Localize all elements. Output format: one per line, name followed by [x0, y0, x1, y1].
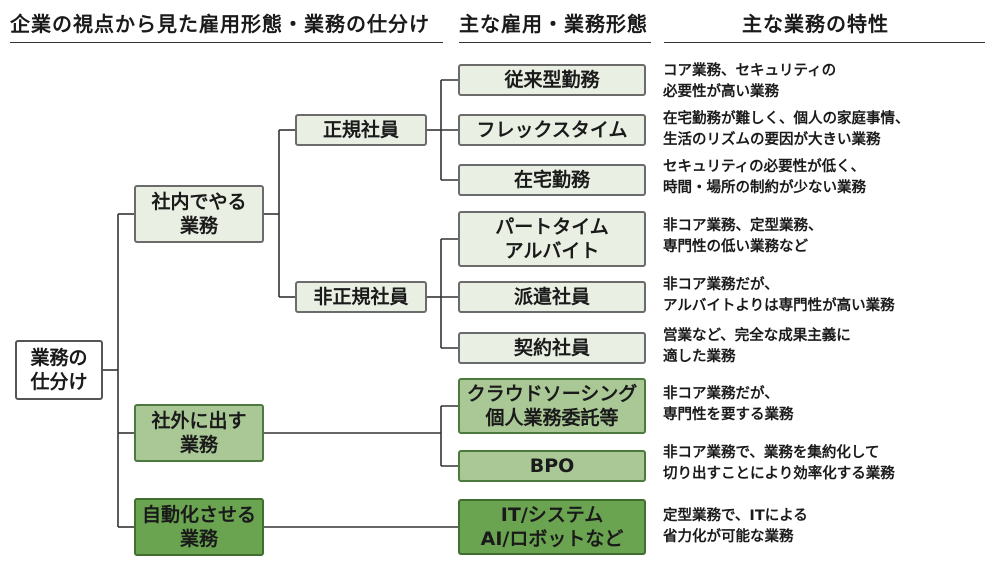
form-crowdsourcing: クラウドソーシング 個人業務委託等 [458, 378, 646, 434]
trait-crowdsourcing: 非コア業務だが、 専門性を要する業務 [663, 386, 794, 424]
form-it-system: IT/システム AI/ロボットなど [458, 499, 646, 555]
form-flextime: フレックスタイム [458, 114, 646, 146]
trait-traditional: コア業務、セキュリティの 必要性が高い業務 [663, 63, 837, 101]
trait-it-system: 定型業務で、ITによる 省力化が可能な業務 [663, 508, 808, 546]
form-dispatch: 派遣社員 [458, 281, 646, 313]
header-forms: 主な雇用・業務形態 [459, 12, 648, 36]
trait-dispatch: 非コア業務だが、 アルバイトよりは専門性が高い業務 [663, 277, 895, 315]
root-node: 業務の 仕分け [15, 340, 103, 400]
form-remote: 在宅勤務 [458, 164, 646, 196]
trait-parttime: 非コア業務、定型業務、 専門性の低い業務など [663, 218, 823, 256]
form-bpo: BPO [458, 450, 646, 482]
header-underline-sorting [10, 42, 443, 43]
form-contract: 契約社員 [458, 332, 646, 364]
node-internal-work: 社内でやる 業務 [134, 185, 264, 243]
node-external-work: 社外に出す 業務 [134, 404, 264, 462]
form-parttime: パートタイム アルバイト [458, 211, 646, 267]
node-regular-employee: 正規社員 [295, 114, 427, 146]
header-underline-forms [459, 42, 651, 43]
trait-bpo: 非コア業務で、業務を集約化して 切り出すことにより効率化する業務 [663, 445, 895, 483]
header-sorting: 企業の視点から見た雇用形態・業務の仕分け [10, 12, 430, 36]
node-automated-work: 自動化させる 業務 [134, 498, 264, 556]
trait-contract: 営業など、完全な成果主義に 適した業務 [663, 328, 851, 366]
header-traits: 主な業務の特性 [742, 12, 889, 36]
header-underline-traits [664, 42, 985, 43]
trait-remote: セキュリティの必要性が低く、 時間・場所の制約が少ない業務 [663, 159, 866, 197]
form-traditional: 従来型勤務 [458, 64, 646, 96]
node-nonregular-employee: 非正規社員 [295, 281, 427, 313]
trait-flextime: 在宅勤務が難しく、個人の家庭事情、 生活のリズムの要因が大きい業務 [663, 111, 910, 149]
